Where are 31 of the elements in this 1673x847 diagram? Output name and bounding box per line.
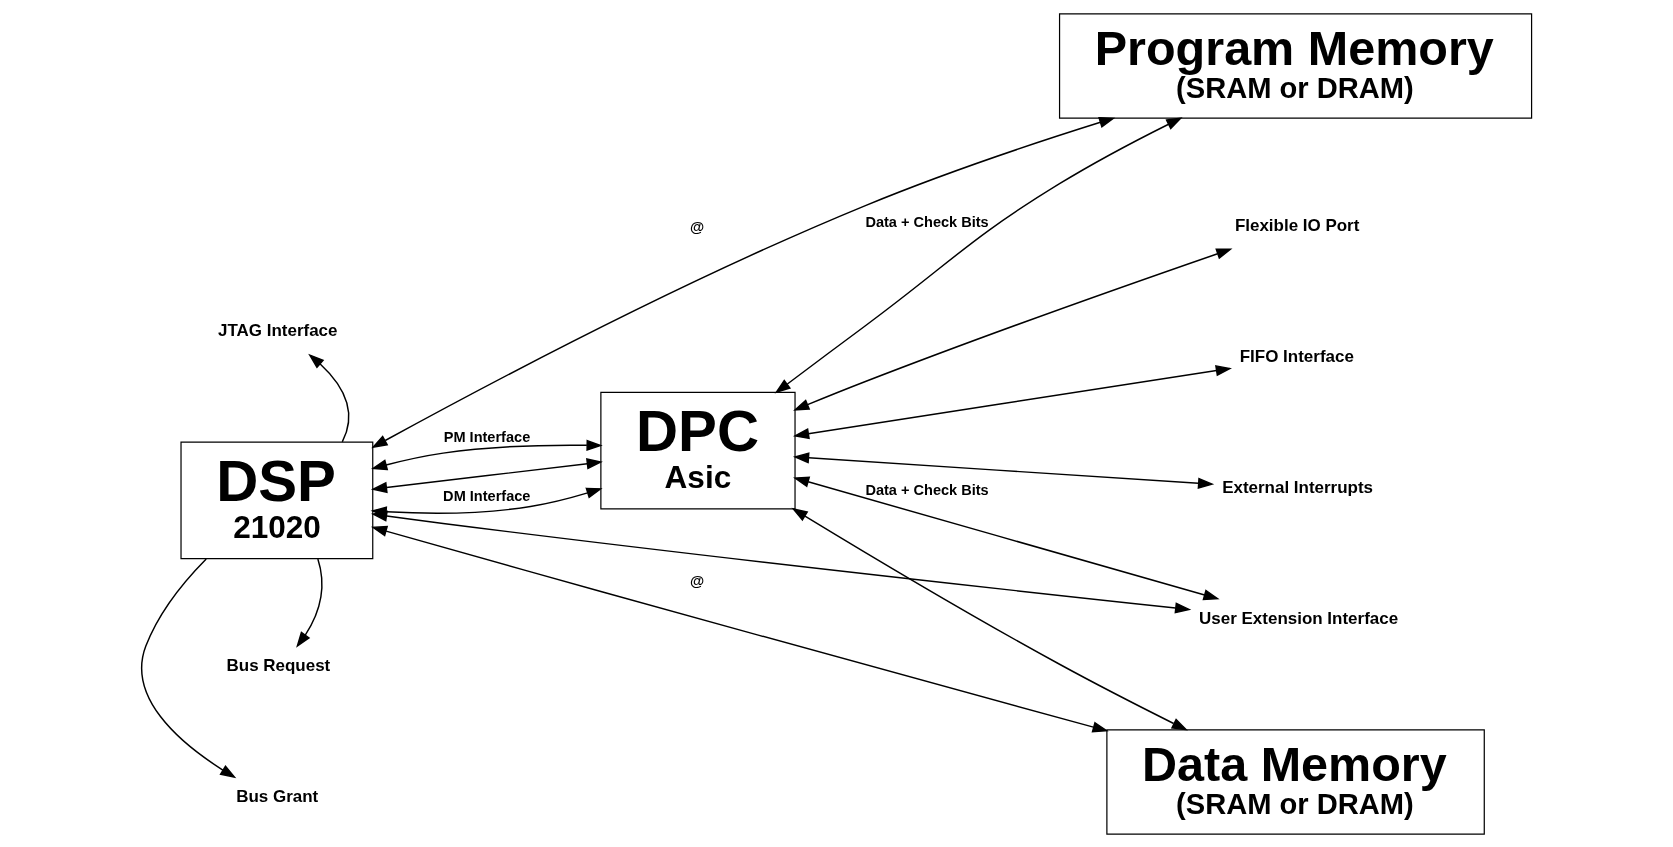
arrow (791, 507, 1188, 731)
edge-label: @ (690, 572, 705, 589)
node-text: Bus Request (226, 655, 331, 675)
node-text: Flexible IO Port (1234, 215, 1360, 235)
node-box: DPC Asic (600, 391, 796, 510)
node-box: DSP 21020 (180, 441, 374, 559)
arrow (371, 116, 1116, 448)
arrow (792, 451, 1215, 489)
arrow (774, 116, 1183, 394)
edge-label: Data + Check Bits (865, 213, 989, 230)
arrow (793, 475, 1220, 600)
edge-label: PM Interface (443, 428, 531, 445)
arrow (792, 364, 1232, 439)
node-text: FIFO Interface (1239, 346, 1354, 366)
node-box: Program Memory (SRAM or DRAM) (1058, 12, 1533, 119)
arrow (370, 525, 1109, 733)
edge-label: @ (690, 218, 705, 235)
arrow (370, 457, 603, 493)
arrow (308, 353, 350, 443)
edge-label: Data + Check Bits (865, 481, 989, 498)
node-text: JTAG Interface (218, 320, 338, 340)
node-box: Data Memory (SRAM or DRAM) (1106, 728, 1485, 835)
arrow (371, 439, 603, 470)
arrow (793, 248, 1233, 411)
node-text: External Interrupts (1222, 477, 1374, 497)
arrow (141, 557, 237, 778)
arrow (370, 509, 1192, 614)
edge-label: DM Interface (443, 487, 531, 504)
node-text: Bus Grant (236, 786, 319, 806)
node-text: User Extension Interface (1199, 608, 1399, 628)
arrow (296, 557, 323, 648)
